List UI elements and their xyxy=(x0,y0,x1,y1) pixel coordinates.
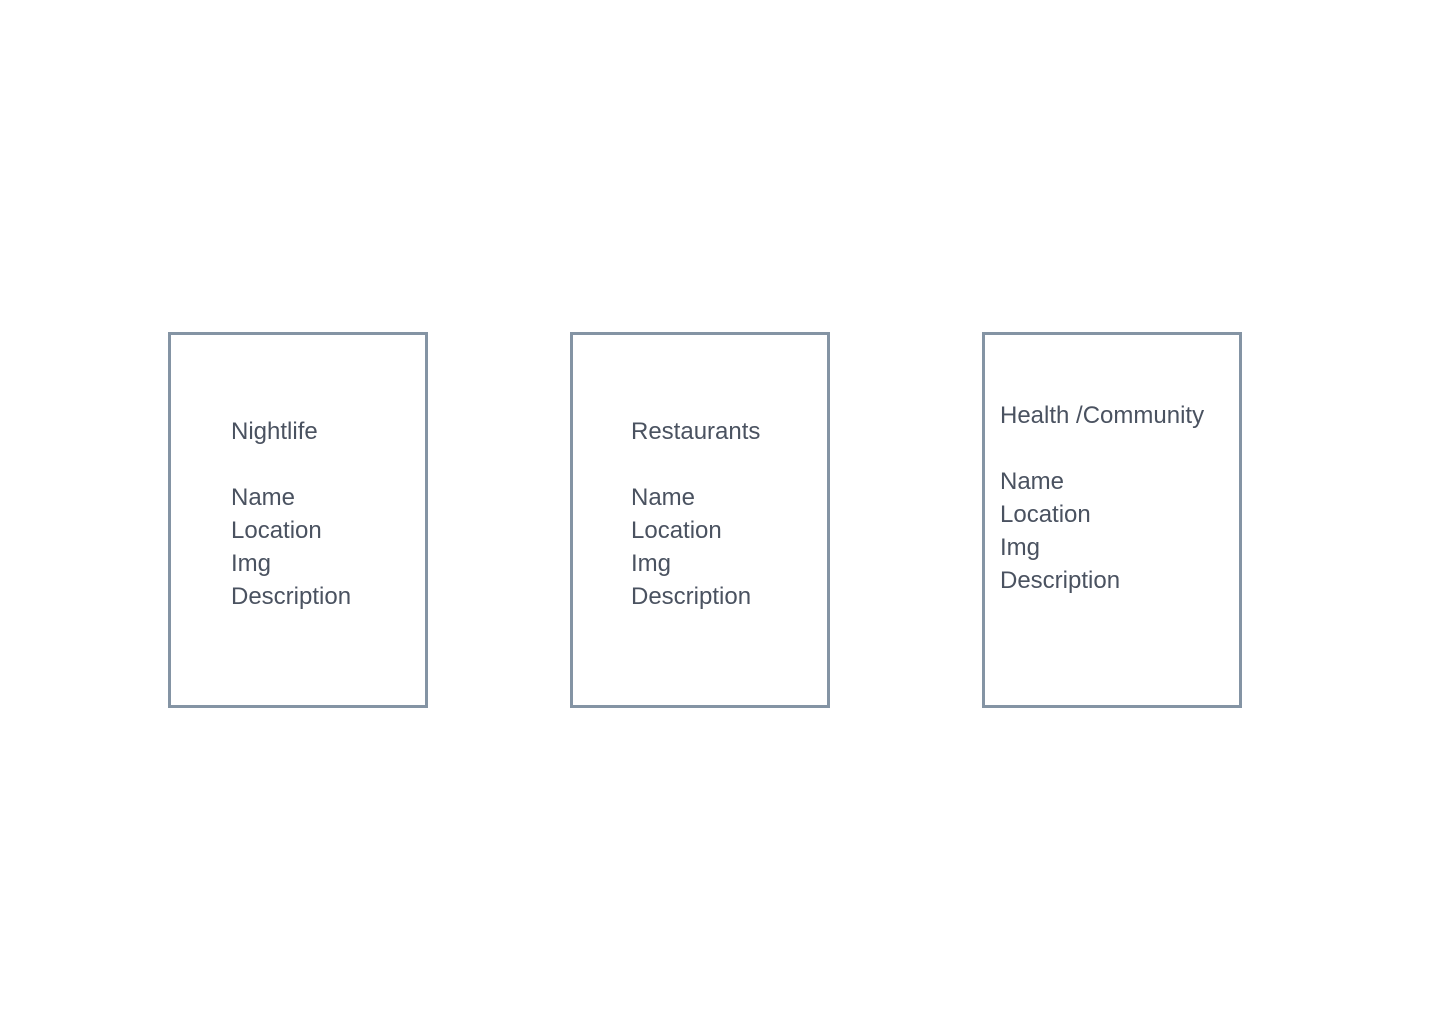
card-title: Restaurants xyxy=(631,418,761,445)
category-card-restaurants: Restaurants Name Location Img Descriptio… xyxy=(570,332,830,708)
field-name: Name xyxy=(631,484,696,511)
field-location: Location xyxy=(1000,501,1091,528)
field-location: Location xyxy=(631,517,722,544)
field-description: Description xyxy=(231,583,352,610)
card-title: Health /Community xyxy=(1000,402,1205,429)
category-card-health-community: Health /Community Name Location Img Desc… xyxy=(982,332,1242,708)
category-card-nightlife: Nightlife Name Location Img Description xyxy=(168,332,428,708)
field-img: Img xyxy=(631,550,672,577)
card-title: Nightlife xyxy=(231,418,318,445)
field-description: Description xyxy=(1000,567,1121,594)
card-content: Restaurants Name Location Img Descriptio… xyxy=(631,415,760,613)
field-name: Name xyxy=(231,484,296,511)
card-content: Nightlife Name Location Img Description xyxy=(231,415,351,613)
field-img: Img xyxy=(231,550,272,577)
field-description: Description xyxy=(631,583,752,610)
field-img: Img xyxy=(1000,534,1041,561)
field-location: Location xyxy=(231,517,322,544)
card-content: Health /Community Name Location Img Desc… xyxy=(1000,399,1204,597)
field-name: Name xyxy=(1000,468,1065,495)
